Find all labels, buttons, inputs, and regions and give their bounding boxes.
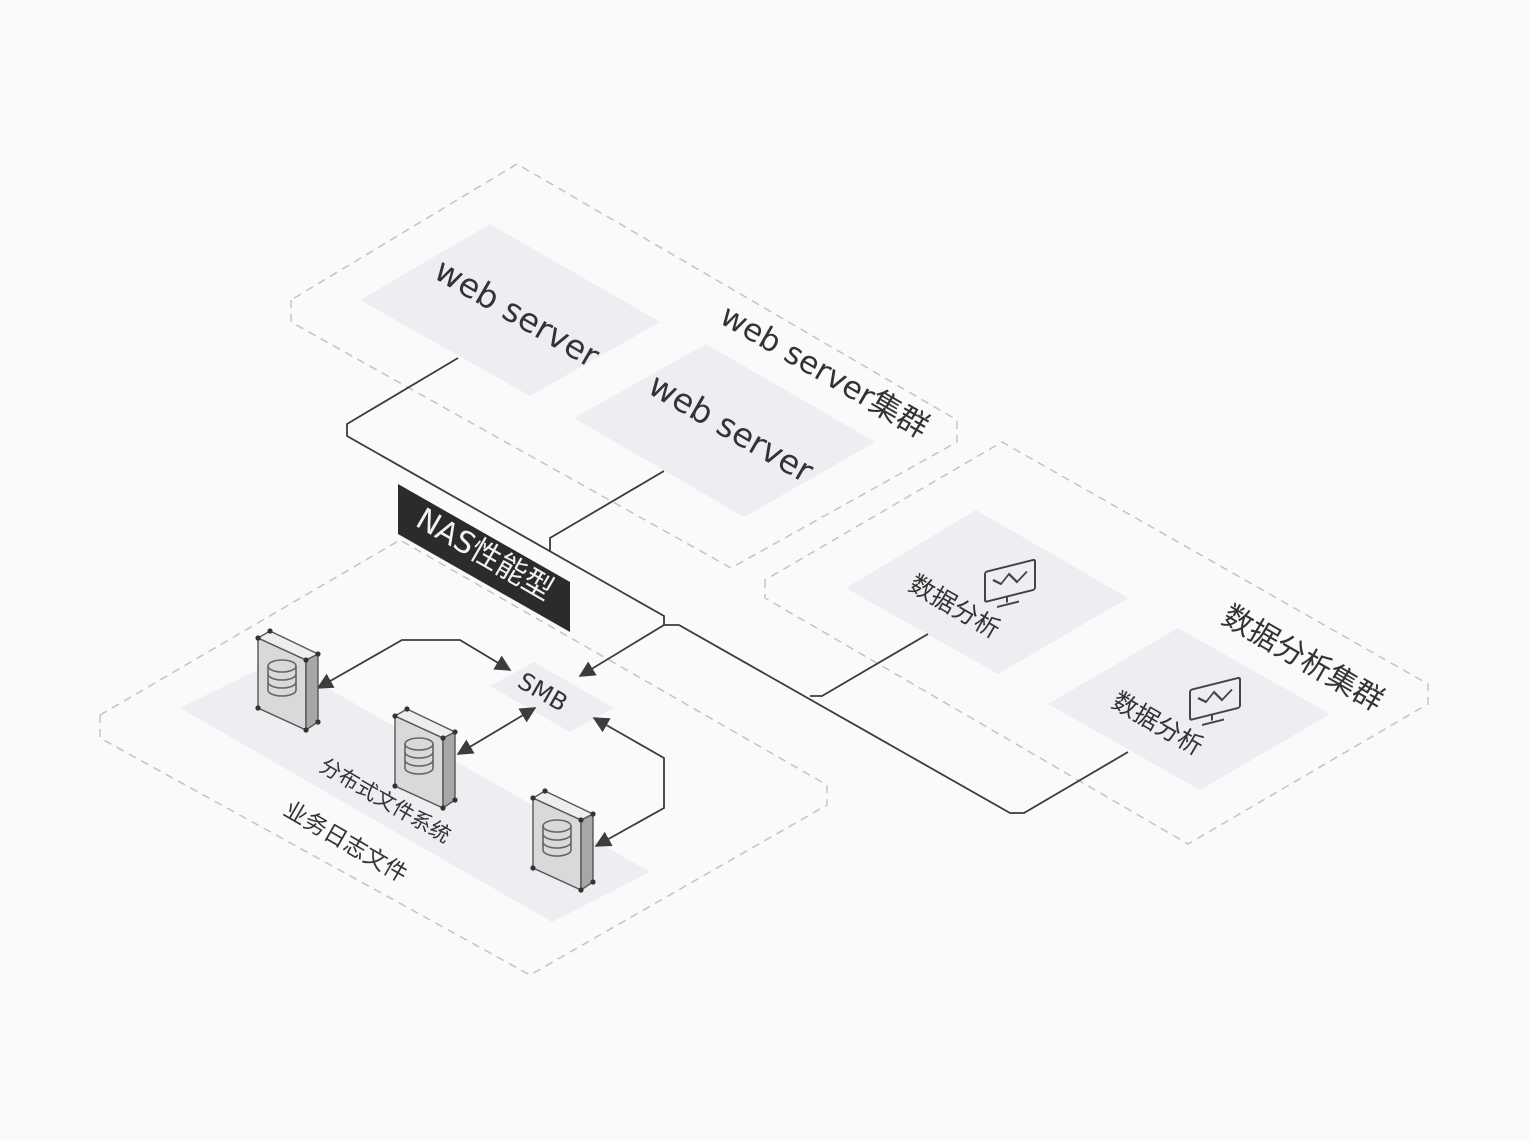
smb-pad <box>490 662 614 732</box>
nas-to-smb-arrow <box>578 624 665 677</box>
analysis-cluster-zone <box>764 441 1429 845</box>
web-server-pad <box>574 344 875 517</box>
nas-label: NAS性能型 <box>410 502 559 608</box>
smb-disk-2-arrow <box>456 707 537 755</box>
analysis-node-pad <box>846 510 1128 674</box>
web-cluster-zone <box>290 163 958 569</box>
storage-cluster-zone <box>99 539 828 976</box>
nas-badge[interactable] <box>398 484 570 632</box>
web-server-2-wire <box>549 470 665 552</box>
web-server-pad <box>360 224 660 396</box>
smb-disk-3-arrow <box>592 717 665 847</box>
smb-disk-1-arrow <box>316 639 512 689</box>
analysis-node-1-wire <box>810 633 929 697</box>
